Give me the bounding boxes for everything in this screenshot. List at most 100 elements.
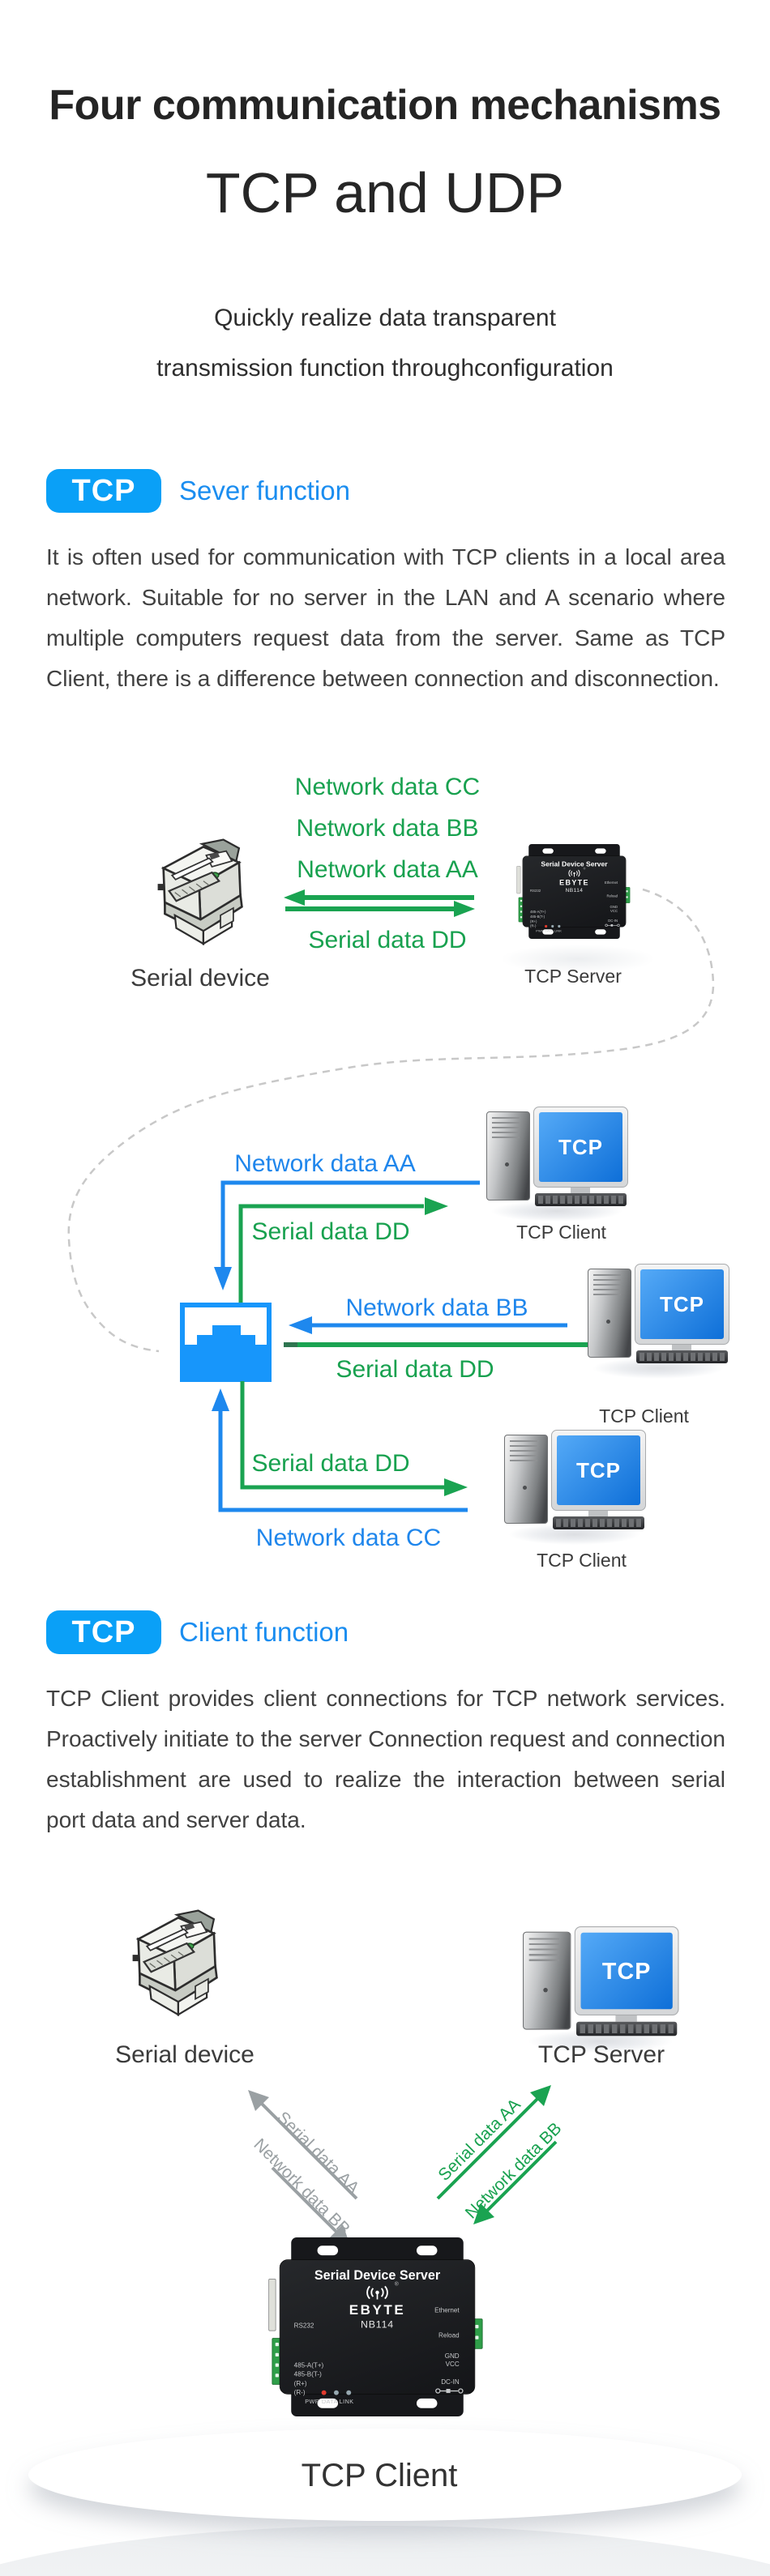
tcp-server-caption: TCP Server <box>524 966 622 987</box>
diagram-tcp-client: Serial device TCP TCP Server <box>0 1896 770 2576</box>
rs232-port-icon <box>516 866 521 894</box>
computer-tower-icon <box>523 1931 571 2030</box>
label-ethernet: Ethernet <box>604 881 618 885</box>
label-485a: 485-A(T+) <box>293 2361 324 2370</box>
tcp-client-computer: TCP <box>588 1264 729 1379</box>
mount-hole-icon <box>542 929 554 935</box>
dc-jack-icon <box>605 923 620 928</box>
uplink-label-serial: Serial data DD <box>308 927 467 953</box>
device-title: Serial Device Server <box>314 2268 441 2284</box>
monitor-screen-label: TCP <box>640 1269 724 1339</box>
rj45-hub-icon <box>180 1303 272 1382</box>
uplink-label-bb: Network data BB <box>296 815 479 842</box>
row3-client-caption: TCP Client <box>537 1550 627 1571</box>
mount-hole-icon <box>317 2398 339 2408</box>
tcp-server-computer: TCP <box>523 1926 679 2054</box>
label-leds: PWR DATA LINK <box>536 928 563 933</box>
pedestal <box>28 2429 742 2521</box>
mount-hole-icon <box>416 2245 438 2256</box>
mount-hole-icon <box>542 848 554 854</box>
green-serial-arrow <box>436 2085 551 2200</box>
section-client-paragraph: TCP Client provides client connections f… <box>46 1686 725 1832</box>
rs232-port-icon <box>268 2279 276 2331</box>
row2-network-line <box>289 1316 567 1334</box>
tcp-client-caption: TCP Client <box>301 2458 458 2493</box>
computer-keyboard-icon <box>535 1193 627 1206</box>
uplink-label-aa: Network data AA <box>297 856 478 883</box>
device-model: NB114 <box>565 887 584 893</box>
page-description-line1: Quickly realize data transparent <box>214 305 556 331</box>
computer-tower-icon <box>588 1269 631 1358</box>
label-dcin: DC-IN <box>608 919 618 923</box>
label-vcc: VCC <box>445 2361 460 2369</box>
row3-serial-line <box>240 1381 468 1496</box>
label-485b: 485-B(T-) <box>530 915 545 919</box>
serial-device-server-image: Serial Device Server ® EBYTE NB114 RS232… <box>268 2237 483 2416</box>
mount-hole-icon <box>317 2245 339 2256</box>
computer-tower-icon <box>486 1111 530 1201</box>
diagram-tcp-server: Serial device Network data CC Network da… <box>0 753 770 1612</box>
device-model: NB114 <box>360 2319 395 2331</box>
device-brand: EBYTE <box>349 2302 406 2318</box>
computer-monitor-icon: TCP <box>635 1264 729 1345</box>
registered-mark: ® <box>394 2280 399 2288</box>
page-description-line2: transmission function throughconfigurati… <box>156 355 614 382</box>
section-server-paragraph: It is often used for communication with … <box>46 544 725 691</box>
label-rs232: RS232 <box>293 2322 314 2330</box>
label-r-minus: (R-) <box>293 2389 306 2397</box>
device-title: Serial Device Server <box>541 860 608 868</box>
page-description: Quickly realize data transparent transmi… <box>0 293 770 394</box>
page-subtitle: TCP and UDP <box>205 161 565 224</box>
device-shadow <box>501 945 655 974</box>
green-network-arrow <box>473 2140 558 2224</box>
serial-device-printer-image <box>132 1909 218 2016</box>
label-gnd: GND <box>444 2352 460 2361</box>
row1-network-label: Network data AA <box>234 1150 416 1177</box>
dashed-connection-curve <box>67 888 715 1353</box>
row1-network-line <box>214 1180 480 1290</box>
computer-monitor-icon: TCP <box>574 1926 679 2015</box>
section-client-title: Client function <box>179 1617 349 1647</box>
row2-client-caption: TCP Client <box>599 1405 689 1427</box>
label-ethernet: Ethernet <box>434 2306 460 2315</box>
registered-mark: ® <box>583 867 586 871</box>
pwr-led-icon <box>545 924 548 928</box>
label-rs232: RS232 <box>530 889 541 893</box>
link-led-icon <box>558 924 561 928</box>
section-server-header: TCP Sever function <box>46 468 350 514</box>
serial-device-caption: Serial device <box>115 2041 255 2068</box>
gray-serial-arrow <box>248 2090 358 2200</box>
serial-device-printer-image <box>157 838 243 945</box>
label-vcc: VCC <box>610 909 618 914</box>
label-r-plus: (R+) <box>293 2379 307 2388</box>
row3-network-line <box>212 1388 468 1512</box>
row1-client-caption: TCP Client <box>516 1222 606 1243</box>
computer-tower-icon <box>504 1435 548 1524</box>
computer-monitor-icon: TCP <box>533 1107 628 1188</box>
computer-keyboard-icon <box>636 1350 728 1363</box>
monitor-screen-label: TCP <box>580 1932 673 2010</box>
row2-serial-label: Serial data DD <box>336 1356 494 1383</box>
row2-serial-line <box>284 1336 614 1354</box>
label-leds: PWR DATA LINK <box>305 2398 354 2405</box>
ebyte-antenna-logo-icon <box>568 869 580 877</box>
tcp-badge: TCP <box>46 1610 161 1654</box>
section-server-title: Sever function <box>179 476 350 505</box>
monitor-screen-label: TCP <box>557 1435 640 1505</box>
row2-network-label: Network data BB <box>345 1294 528 1321</box>
device-mount-flange-top <box>528 844 620 859</box>
label-gnd: GND <box>610 905 618 910</box>
serial-device-server-image: Serial Device Server ® EBYTE NB114 RS232… <box>516 844 631 939</box>
uplink-label-cc: Network data CC <box>294 774 481 800</box>
section-client-header: TCP Client function <box>46 1610 349 1655</box>
row3-network-label: Network data CC <box>255 1525 442 1551</box>
label-reload: Reload <box>606 893 618 898</box>
computer-monitor-icon: TCP <box>551 1430 646 1511</box>
data-led-icon <box>551 924 554 928</box>
ebyte-antenna-logo-icon <box>366 2285 388 2300</box>
page-title: Four communication mechanisms <box>49 82 721 129</box>
monitor-screen-label: TCP <box>539 1112 622 1182</box>
label-485b: 485-B(T-) <box>293 2370 322 2379</box>
mount-hole-icon <box>595 929 606 935</box>
row1-serial-line <box>238 1197 448 1305</box>
